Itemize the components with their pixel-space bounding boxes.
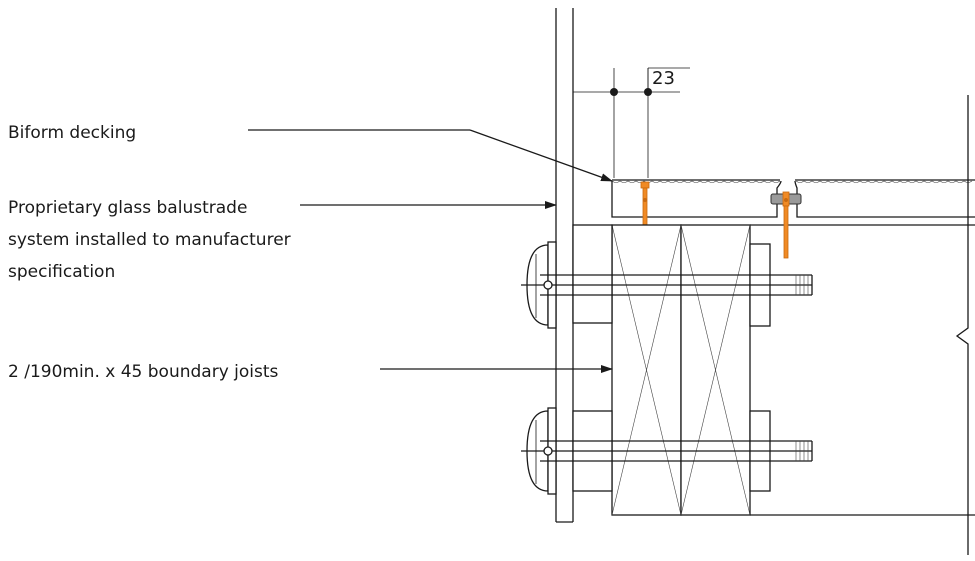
leader-decking [248,129,613,182]
label-balustrade-line3: specification [8,262,115,282]
bolt-assembly-upper [521,224,813,329]
glass-balustrade-panel [555,8,574,523]
boundary-joists [611,224,975,516]
dimension-value: 23 [652,68,675,89]
dimension-23: 23 [573,67,690,178]
bolt-assembly-lower [521,407,813,495]
label-joists: 2 /190min. x 45 boundary joists [8,362,279,382]
label-balustrade-line2: system installed to manufacturer [8,230,291,250]
break-line [955,95,969,555]
deck-screw-clip [770,191,802,259]
decking-boards [611,179,975,226]
label-balustrade-line1: Proprietary glass balustrade [8,198,247,218]
label-decking: Biform decking [8,123,136,143]
